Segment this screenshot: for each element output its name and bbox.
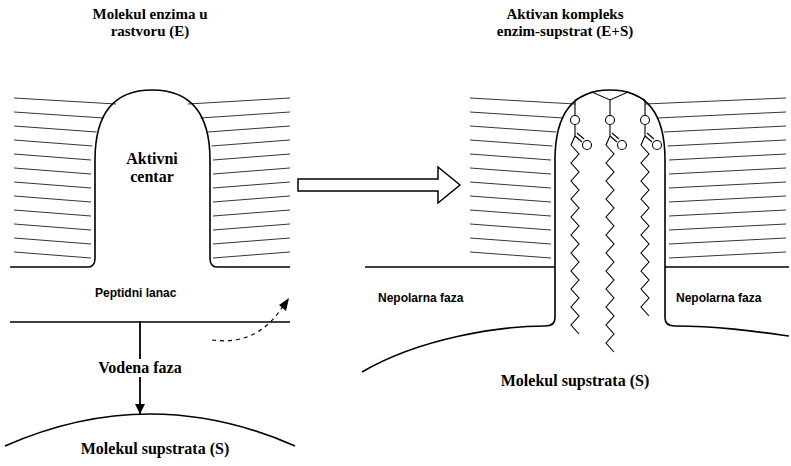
fatty-acid-chain	[571, 136, 579, 334]
hatch-line	[470, 112, 563, 118]
phase-boundary	[365, 266, 789, 268]
carbonyl-bond	[575, 133, 584, 142]
hatch-line	[669, 252, 786, 258]
carbonyl-bond	[645, 133, 654, 142]
hatch-line	[213, 210, 290, 216]
hatching	[14, 98, 786, 258]
hatch-line	[14, 98, 116, 104]
hatch-line	[211, 140, 290, 146]
triglyceride	[571, 92, 662, 352]
hatch-line	[470, 252, 551, 258]
hatch-line	[14, 140, 93, 146]
panel-title: Aktivan kompleks enzim-supstrat (E+S)	[483, 6, 647, 41]
dashed-curve-head	[279, 298, 289, 311]
active-site-label: Aktivni centar	[112, 150, 192, 187]
hatch-line	[14, 210, 91, 216]
hatch-line	[470, 238, 551, 244]
substrate-label: Molekul supstrata (S)	[480, 372, 670, 390]
substrate-outline	[362, 318, 789, 372]
hatch-line	[470, 210, 551, 216]
hatch-line	[14, 182, 91, 188]
reaction-arrow	[298, 167, 460, 203]
hatch-line	[14, 126, 97, 132]
hatch-line	[208, 126, 291, 132]
hatch-line	[470, 154, 551, 160]
hatch-line	[470, 126, 556, 132]
hatch-line	[470, 140, 552, 146]
hatch-line	[470, 168, 551, 174]
hatch-line	[669, 168, 786, 174]
hatch-line	[470, 196, 551, 202]
oxygen-atom	[653, 141, 662, 150]
hatch-line	[669, 196, 786, 202]
hatch-line	[14, 252, 91, 258]
hatch-line	[14, 112, 104, 118]
substrate-molecule: Molekul supstrata (S)	[15, 414, 295, 466]
hatch-line	[669, 238, 786, 244]
hatch-line	[645, 98, 786, 104]
hatch-line	[669, 182, 786, 188]
hatch-line	[213, 196, 290, 202]
panel-title: Molekul enzima u rastvoru (E)	[90, 6, 210, 41]
ester-bond	[574, 100, 575, 136]
substrate-label: Molekul supstrata (S)	[55, 440, 255, 458]
hatch-line	[213, 182, 290, 188]
hatch-line	[14, 154, 91, 160]
substrate-molecule: Molekul supstrata (S)	[365, 328, 789, 408]
dashed-curve	[212, 306, 283, 341]
hatch-line	[14, 168, 91, 174]
hatch-line	[669, 210, 786, 216]
hatch-line	[200, 112, 290, 118]
enzyme-outline	[10, 90, 290, 267]
hatch-line	[213, 168, 290, 174]
hatch-line	[14, 224, 91, 230]
edge-label: Vodena faza	[95, 359, 184, 377]
phase-label: Nepolarna faza	[378, 291, 463, 305]
peptide-label: Peptidni lanac	[95, 287, 215, 301]
hatch-line	[213, 238, 290, 244]
hatch-line	[657, 112, 786, 118]
hatch-line	[669, 154, 786, 160]
hatch-line	[14, 238, 91, 244]
enzyme-molecule: Molekul enzima u rastvoru (E) Aktivni cen…	[10, 4, 290, 266]
hatch-line	[470, 182, 551, 188]
peptide-chain-line	[10, 321, 290, 323]
hatch-line	[213, 224, 290, 230]
fatty-acid-chain	[606, 136, 614, 352]
oxygen-atom	[583, 141, 592, 150]
oxygen-atom	[641, 116, 650, 125]
hatch-line	[188, 98, 290, 104]
hatch-line	[668, 140, 786, 146]
fatty-acid-chain	[641, 136, 649, 316]
ester-bond	[609, 100, 610, 136]
hatch-line	[470, 224, 551, 230]
oxygen-atom	[571, 116, 580, 125]
ester-bond	[644, 100, 645, 136]
carbonyl-bond	[610, 133, 619, 142]
hatch-line	[664, 126, 786, 132]
hatch-line	[213, 252, 290, 258]
glycerol-backbone	[575, 92, 645, 100]
enzyme-substrate-complex: Aktivan kompleks enzim-supstrat (E+S)	[465, 4, 786, 266]
hatch-line	[669, 224, 786, 230]
hatch-line	[213, 154, 290, 160]
phase-label: Nepolarna faza	[676, 291, 761, 305]
oxygen-atom	[618, 141, 627, 150]
oxygen-atom	[606, 116, 615, 125]
hatch-line	[14, 196, 91, 202]
peptide-chain: Peptidni lanac	[10, 268, 290, 321]
hatch-line	[470, 98, 575, 104]
